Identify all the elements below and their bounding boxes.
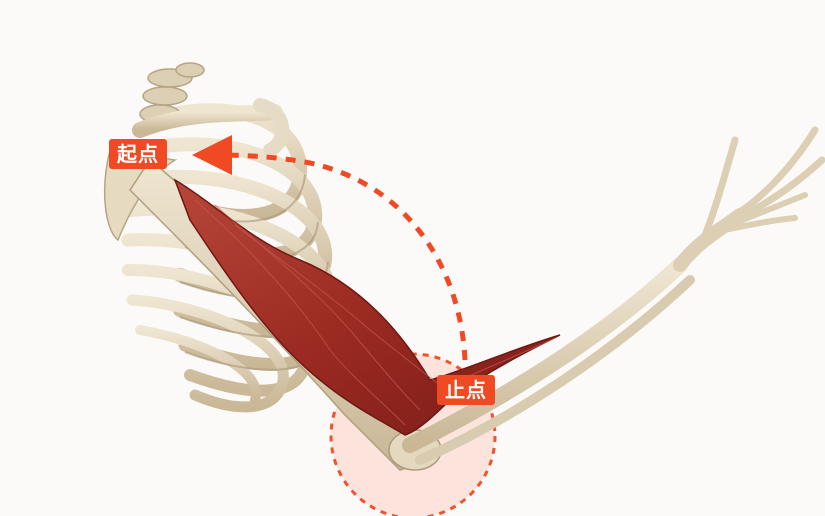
insertion-label: 止点 <box>437 375 495 405</box>
origin-label: 起点 <box>109 139 167 169</box>
forearm <box>402 257 695 465</box>
hand <box>673 126 825 272</box>
biceps-muscle <box>173 178 561 436</box>
clavicle <box>132 98 290 157</box>
dashed-arc-arrow-icon <box>192 135 468 361</box>
